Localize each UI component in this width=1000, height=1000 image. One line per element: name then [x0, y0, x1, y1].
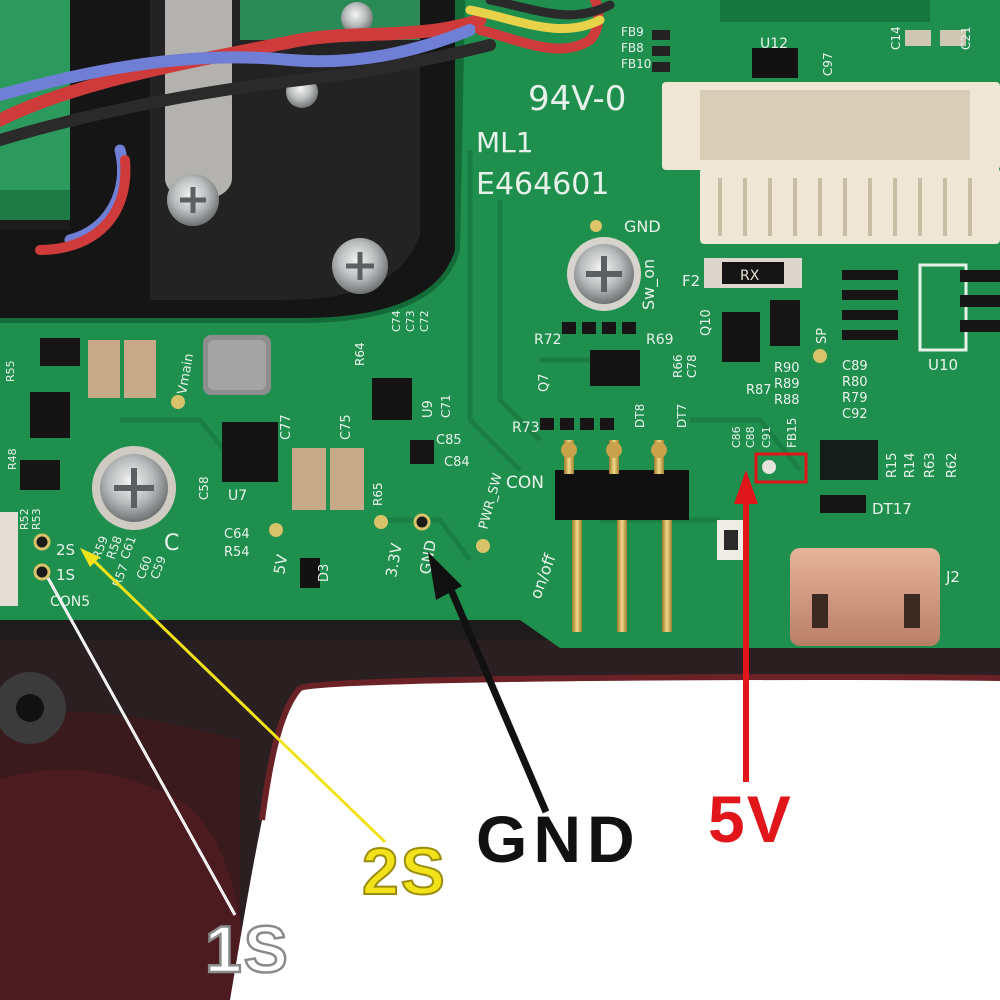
silk-r55: R55 [4, 360, 17, 382]
silk-r66: R66 [671, 354, 685, 378]
silk-c77: C77 [279, 414, 294, 440]
silk-5v: 5V [270, 552, 291, 575]
silk-r52: R52 [18, 508, 31, 530]
silk-r14: R14 [903, 452, 918, 478]
silk-gnd-top: GND [624, 217, 661, 236]
silk-r65: R65 [371, 482, 385, 506]
silk-fb15: FB15 [785, 418, 799, 448]
pad-5v [762, 460, 776, 474]
ic-u7 [222, 422, 278, 482]
silk-fb8: FB8 [621, 41, 644, 55]
silk-c-letter: C [164, 531, 179, 556]
silk-1s: 1S [56, 566, 75, 584]
silk-r15: R15 [885, 452, 900, 478]
silk-c58: C58 [197, 476, 211, 500]
one-s-callout-label: 1S [204, 912, 290, 986]
con-header [555, 470, 689, 520]
silk-con5: CON5 [50, 594, 90, 610]
silk-u9: U9 [421, 400, 436, 418]
silk-rx: RX [740, 268, 760, 284]
silk-r62: R62 [945, 452, 960, 478]
silk-f2: F2 [682, 272, 700, 290]
pad-gnd [413, 513, 431, 531]
silk-r54: R54 [224, 545, 250, 560]
silk-cert: E464601 [476, 167, 609, 202]
silk-u7: U7 [228, 488, 247, 504]
silk-q10: Q10 [699, 309, 714, 336]
silk-r90: R90 [774, 361, 800, 376]
silk-c73: C73 [404, 310, 417, 332]
two-s-callout-label: 2S [361, 834, 447, 908]
wires [0, 0, 615, 255]
silk-r79: R79 [842, 391, 868, 406]
silk-c84: C84 [444, 455, 470, 470]
five-v-callout-label: 5V [708, 782, 793, 856]
battery-connector [0, 512, 18, 606]
silk-con: CON [506, 473, 544, 493]
two-s-line [86, 553, 387, 844]
silk-rating: 94V-0 [528, 79, 626, 119]
silk-c97: C97 [821, 52, 835, 76]
silk-c71: C71 [439, 394, 453, 418]
silk-c86: C86 [730, 426, 743, 448]
silk-r72: R72 [534, 332, 562, 348]
silk-c14: C14 [889, 26, 903, 50]
silk-r64: R64 [353, 342, 367, 366]
silk-c89: C89 [842, 359, 868, 374]
silk-c74: C74 [390, 310, 403, 332]
silk-c75: C75 [339, 414, 354, 440]
silk-r73: R73 [512, 420, 540, 436]
silk-j2: J2 [945, 568, 960, 586]
case-red-edge [298, 674, 1000, 691]
silk-u10: U10 [928, 356, 958, 374]
silk-c85: C85 [436, 433, 462, 448]
silk-r87: R87 [746, 383, 772, 398]
silk-r89: R89 [774, 377, 800, 392]
gnd-arrow [442, 576, 550, 814]
silk-c92: C92 [842, 407, 868, 422]
silk-u12: U12 [760, 36, 788, 52]
silk-c91: C91 [760, 426, 773, 448]
silk-dt17: DT17 [872, 500, 912, 518]
silk-2s: 2S [56, 541, 75, 559]
silk-c64: C64 [224, 527, 250, 542]
silk-r53: R53 [30, 508, 43, 530]
silk-c88: C88 [744, 426, 757, 448]
silk-vmain: Vmain [175, 352, 197, 395]
silk-c21: C21 [959, 26, 973, 50]
pad-2s [33, 533, 51, 551]
white-card [230, 677, 1000, 1000]
silk-ml: ML1 [476, 126, 534, 159]
silk-r80: R80 [842, 375, 868, 390]
silk-c78: C78 [685, 354, 699, 378]
silk-3v3: 3.3V [382, 541, 406, 578]
silk-r48: R48 [6, 448, 19, 470]
silk-r88: R88 [774, 393, 800, 408]
silk-fb9: FB9 [621, 25, 644, 39]
silk-dt7: DT7 [675, 404, 689, 428]
silk-d3: D3 [317, 564, 332, 582]
silk-fb10: FB10 [621, 57, 651, 71]
silk-dt8: DT8 [633, 404, 647, 428]
silk-q7: Q7 [537, 373, 552, 392]
silk-r63: R63 [923, 452, 938, 478]
pad-1s [33, 563, 51, 581]
silk-c72: C72 [418, 310, 431, 332]
silk-sw-on: Sw_on [639, 259, 659, 310]
silk-r69: R69 [646, 332, 674, 348]
five-v-highlight-box [754, 452, 808, 484]
gnd-callout-label: GND [476, 802, 641, 876]
silk-sp: SP [815, 328, 830, 344]
